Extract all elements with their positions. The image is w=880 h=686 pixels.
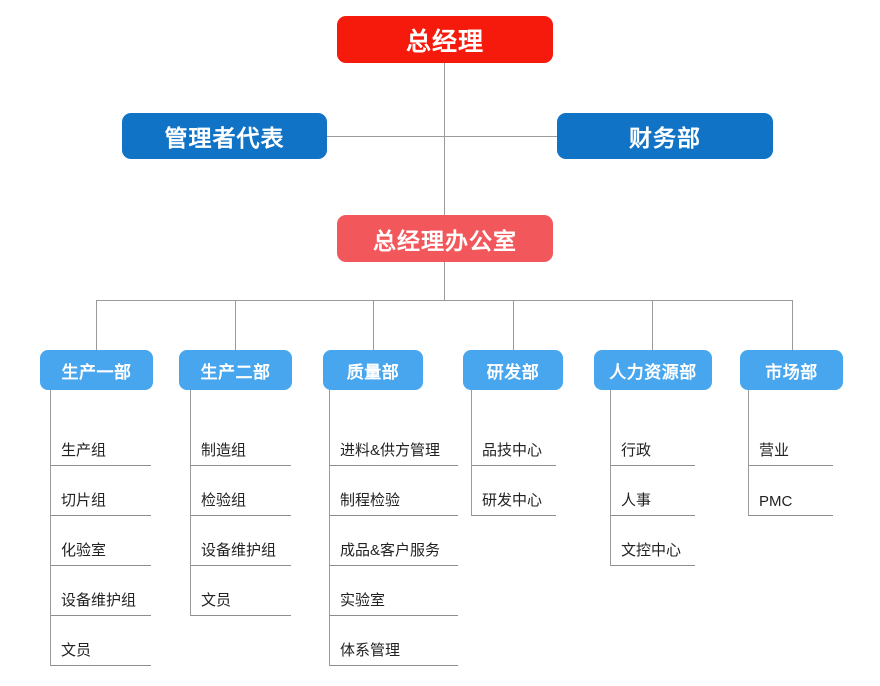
connector-stub-dept-6: [748, 390, 749, 416]
list-item[interactable]: 行政: [611, 416, 695, 466]
list-item[interactable]: 品技中心: [472, 416, 556, 466]
list-item[interactable]: 进料&供方管理: [330, 416, 458, 466]
list-item[interactable]: 切片组: [51, 466, 151, 516]
list-item[interactable]: 文控中心: [611, 516, 695, 566]
connector-stub-dept-2: [190, 390, 191, 416]
connector-department-bus: [96, 300, 792, 301]
node-department-hr[interactable]: 人力资源部: [594, 350, 712, 390]
node-department-production-1[interactable]: 生产一部: [40, 350, 153, 390]
node-management-representative[interactable]: 管理者代表: [122, 113, 327, 159]
list-item[interactable]: 化验室: [51, 516, 151, 566]
connector-office-down: [444, 262, 445, 301]
sub-list-production-1: 生产组 切片组 化验室 设备维护组 文员: [50, 416, 151, 666]
node-general-manager[interactable]: 总经理: [337, 16, 553, 63]
list-item[interactable]: 生产组: [51, 416, 151, 466]
list-item[interactable]: 制造组: [191, 416, 291, 466]
list-item[interactable]: PMC: [749, 466, 833, 516]
node-finance-department[interactable]: 财务部: [557, 113, 773, 159]
connector-drop-dept-1: [96, 300, 97, 350]
sub-list-rd: 品技中心 研发中心: [471, 416, 556, 516]
sub-list-marketing: 营业 PMC: [748, 416, 833, 516]
sub-list-hr: 行政 人事 文控中心: [610, 416, 695, 566]
list-item[interactable]: 设备维护组: [191, 516, 291, 566]
node-department-rd[interactable]: 研发部: [463, 350, 563, 390]
list-item[interactable]: 检验组: [191, 466, 291, 516]
connector-stub-dept-5: [610, 390, 611, 416]
connector-drop-dept-4: [513, 300, 514, 350]
node-department-production-2[interactable]: 生产二部: [179, 350, 292, 390]
list-item[interactable]: 实验室: [330, 566, 458, 616]
sub-list-quality: 进料&供方管理 制程检验 成品&客户服务 实验室 体系管理: [329, 416, 458, 666]
list-item[interactable]: 成品&客户服务: [330, 516, 458, 566]
list-item[interactable]: 人事: [611, 466, 695, 516]
sub-list-production-2: 制造组 检验组 设备维护组 文员: [190, 416, 291, 616]
list-item[interactable]: 研发中心: [472, 466, 556, 516]
connector-stub-dept-1: [50, 390, 51, 416]
connector-stub-dept-4: [471, 390, 472, 416]
list-item[interactable]: 制程检验: [330, 466, 458, 516]
connector-row2-crossbar: [327, 136, 557, 137]
connector-stub-dept-3: [329, 390, 330, 416]
connector-drop-dept-2: [235, 300, 236, 350]
list-item[interactable]: 文员: [51, 616, 151, 666]
list-item[interactable]: 营业: [749, 416, 833, 466]
list-item[interactable]: 文员: [191, 566, 291, 616]
list-item[interactable]: 体系管理: [330, 616, 458, 666]
connector-drop-dept-3: [373, 300, 374, 350]
connector-drop-dept-5: [652, 300, 653, 350]
list-item[interactable]: 设备维护组: [51, 566, 151, 616]
connector-gm-to-office: [444, 63, 445, 215]
node-department-marketing[interactable]: 市场部: [740, 350, 843, 390]
connector-drop-dept-6: [792, 300, 793, 350]
node-department-quality[interactable]: 质量部: [323, 350, 423, 390]
node-general-manager-office[interactable]: 总经理办公室: [337, 215, 553, 262]
